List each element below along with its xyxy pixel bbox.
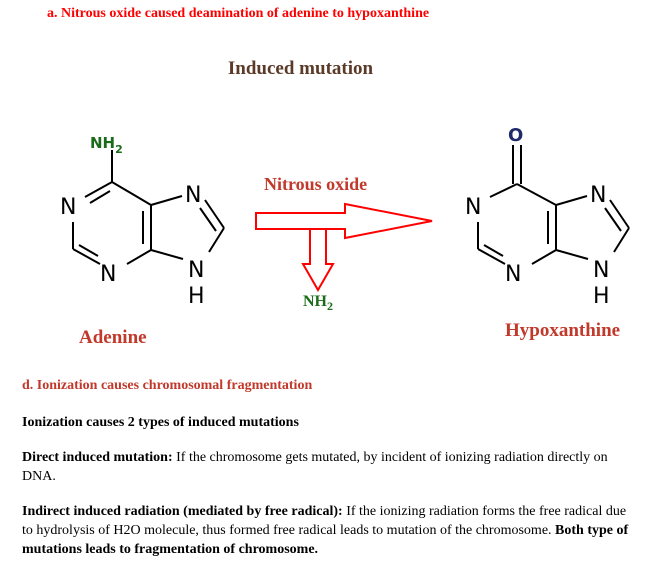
adenine-structure (72, 150, 225, 265)
adenine-atom-n1: N (60, 195, 76, 220)
ionization-intro: Ionization causes 2 types of induced mut… (22, 415, 299, 430)
hypoxanthine-atom-n9: N (593, 258, 609, 283)
direct-term: Direct induced mutation: (22, 450, 173, 465)
byproduct-label: NH2 (303, 293, 333, 314)
adenine-label: Adenine (79, 327, 147, 348)
adenine-substituent: NH2 (90, 134, 123, 156)
adenine-atom-h9: H (188, 284, 205, 309)
adenine-atom-n3: N (100, 262, 116, 287)
adenine-atom-n7: N (185, 183, 201, 208)
conclusion-text: Both type of mutations leads to fragment… (22, 523, 629, 557)
hypoxanthine-atom-n3: N (505, 262, 521, 287)
hypoxanthine-atom-n1: N (465, 195, 481, 220)
hypoxanthine-label: Hypoxanthine (505, 320, 621, 341)
hypoxanthine-structure (477, 145, 630, 265)
hypoxanthine-oxygen: O (508, 125, 523, 146)
reaction-arrow (255, 202, 433, 240)
byproduct-arrow (301, 228, 335, 293)
indirect-mutation-paragraph: Indirect induced radiation (mediated by … (22, 502, 632, 559)
hypoxanthine-atom-h9: H (593, 284, 610, 309)
adenine-atom-n9: N (188, 258, 204, 283)
direct-text: If the chromosome gets mutated, by incid… (22, 450, 608, 484)
direct-mutation-paragraph: Direct induced mutation: If the chromoso… (22, 448, 632, 486)
reagent-label: Nitrous oxide (264, 174, 368, 194)
section-a-heading: a. Nitrous oxide caused deamination of a… (47, 6, 430, 21)
hypoxanthine-atom-n7: N (590, 183, 606, 208)
diagram-title: Induced mutation (227, 58, 374, 79)
indirect-text: If the ionizing radiation forms the free… (22, 504, 627, 538)
section-d-heading: d. Ionization causes chromosomal fragmen… (22, 378, 313, 393)
indirect-term: Indirect induced radiation (mediated by … (22, 504, 343, 519)
reaction-diagram: NH2 N N N N H O N N N N H (60, 125, 630, 309)
